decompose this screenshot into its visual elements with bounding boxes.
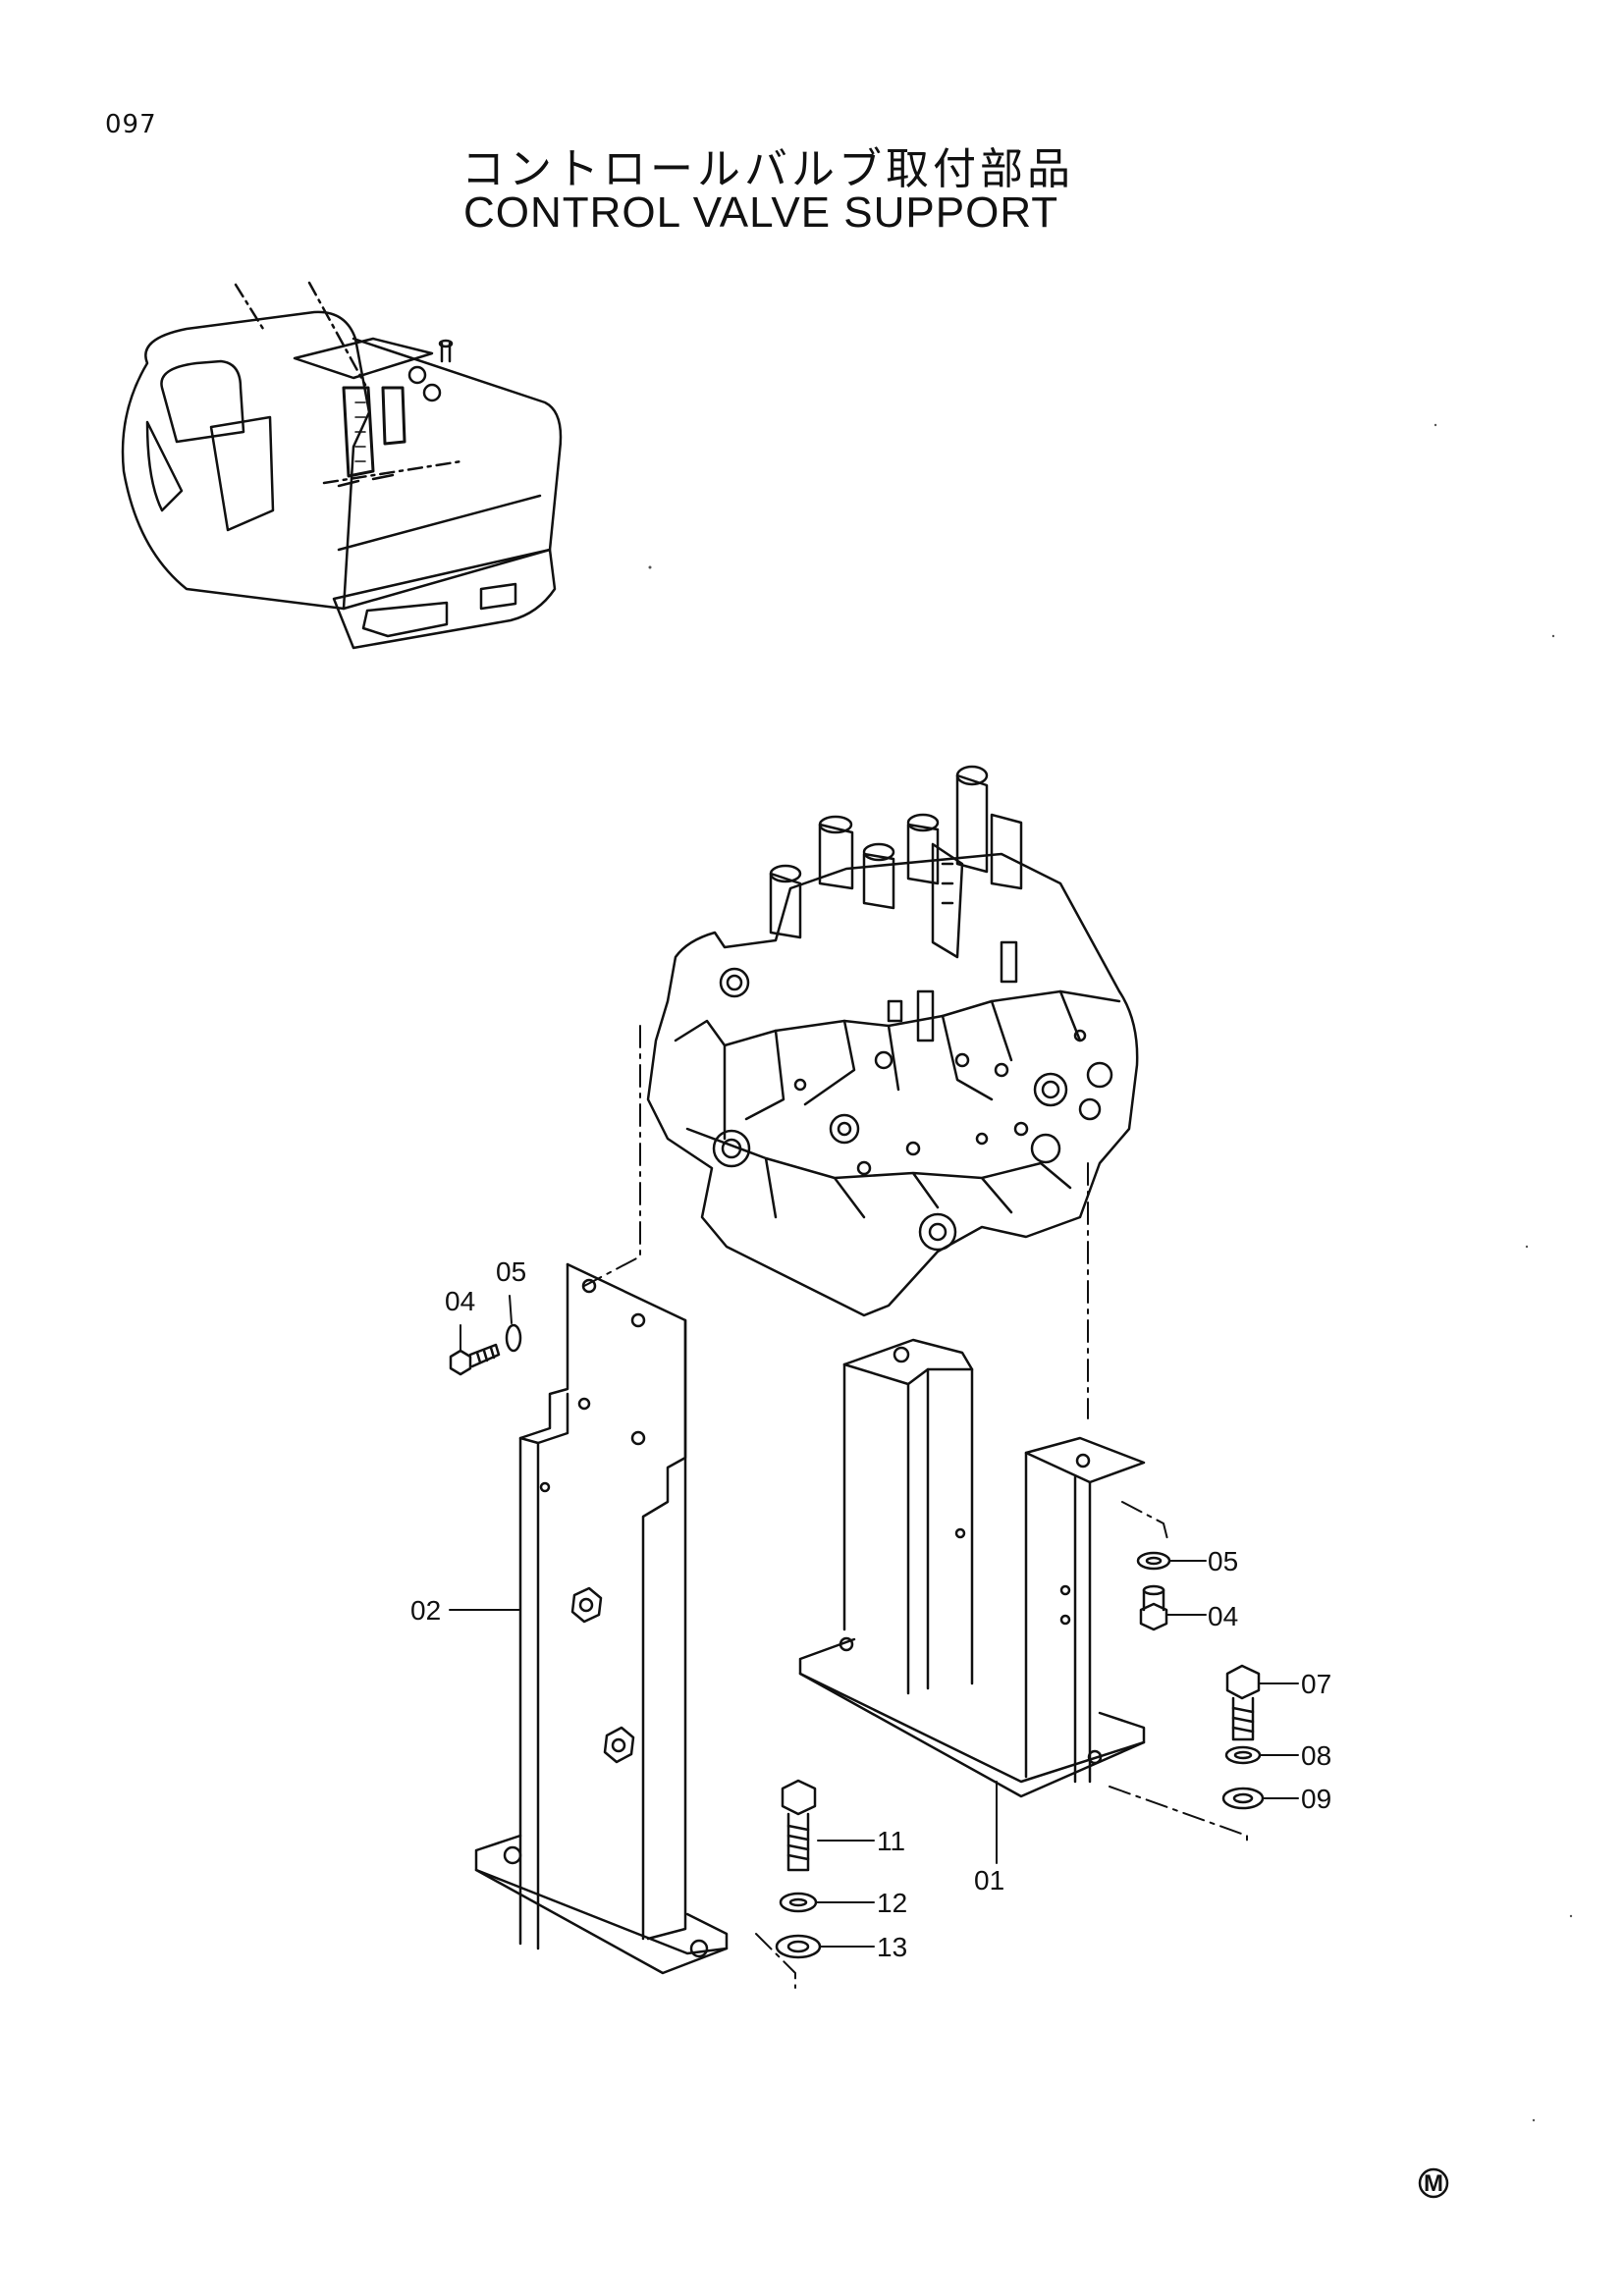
bolt-11 xyxy=(781,1779,817,1872)
callout-05-left: 05 xyxy=(496,1256,526,1287)
callout-leader-lines xyxy=(449,1295,1299,1948)
page-title-japanese: コントロールバルブ取付部品 xyxy=(461,144,1074,194)
support-01-bracket xyxy=(798,1338,1146,1798)
bolt-04-left xyxy=(449,1343,501,1376)
bolt-07 xyxy=(1225,1664,1261,1741)
callout-02: 02 xyxy=(410,1595,441,1626)
callout-09: 09 xyxy=(1301,1784,1331,1814)
callout-04-right: 04 xyxy=(1208,1601,1238,1631)
callout-07: 07 xyxy=(1301,1669,1331,1699)
page-title-english: CONTROL VALVE SUPPORT xyxy=(463,188,1059,237)
washer-05-left xyxy=(505,1323,522,1353)
callout-12: 12 xyxy=(877,1888,907,1918)
corner-mark-letter: M xyxy=(1424,2170,1443,2197)
callout-05-right: 05 xyxy=(1208,1546,1238,1576)
excavator-overview-illustration xyxy=(121,281,563,650)
callout-04-left: 04 xyxy=(445,1286,475,1316)
spring-washer-08 xyxy=(1224,1745,1262,1765)
washer-13 xyxy=(775,1934,822,1959)
callout-labels: 02 01 04 05 05 04 07 08 09 11 12 13 xyxy=(410,1256,1331,1962)
callout-13: 13 xyxy=(877,1932,907,1962)
callout-01: 01 xyxy=(974,1865,1004,1896)
corner-m-mark: M xyxy=(1418,2167,1449,2199)
spring-washer-12 xyxy=(779,1892,818,1913)
washer-09 xyxy=(1221,1787,1265,1810)
assembly-centre-lines xyxy=(583,1025,1248,1989)
support-02-bracket xyxy=(474,1262,729,1975)
scan-specks xyxy=(648,423,1573,2122)
callout-11: 11 xyxy=(877,1826,905,1856)
control-valve-assembly xyxy=(646,765,1139,1317)
bolt-04-right xyxy=(1139,1584,1168,1631)
washer-05-right xyxy=(1136,1551,1171,1571)
callout-08: 08 xyxy=(1301,1740,1331,1771)
page-number: 097 xyxy=(105,110,157,139)
